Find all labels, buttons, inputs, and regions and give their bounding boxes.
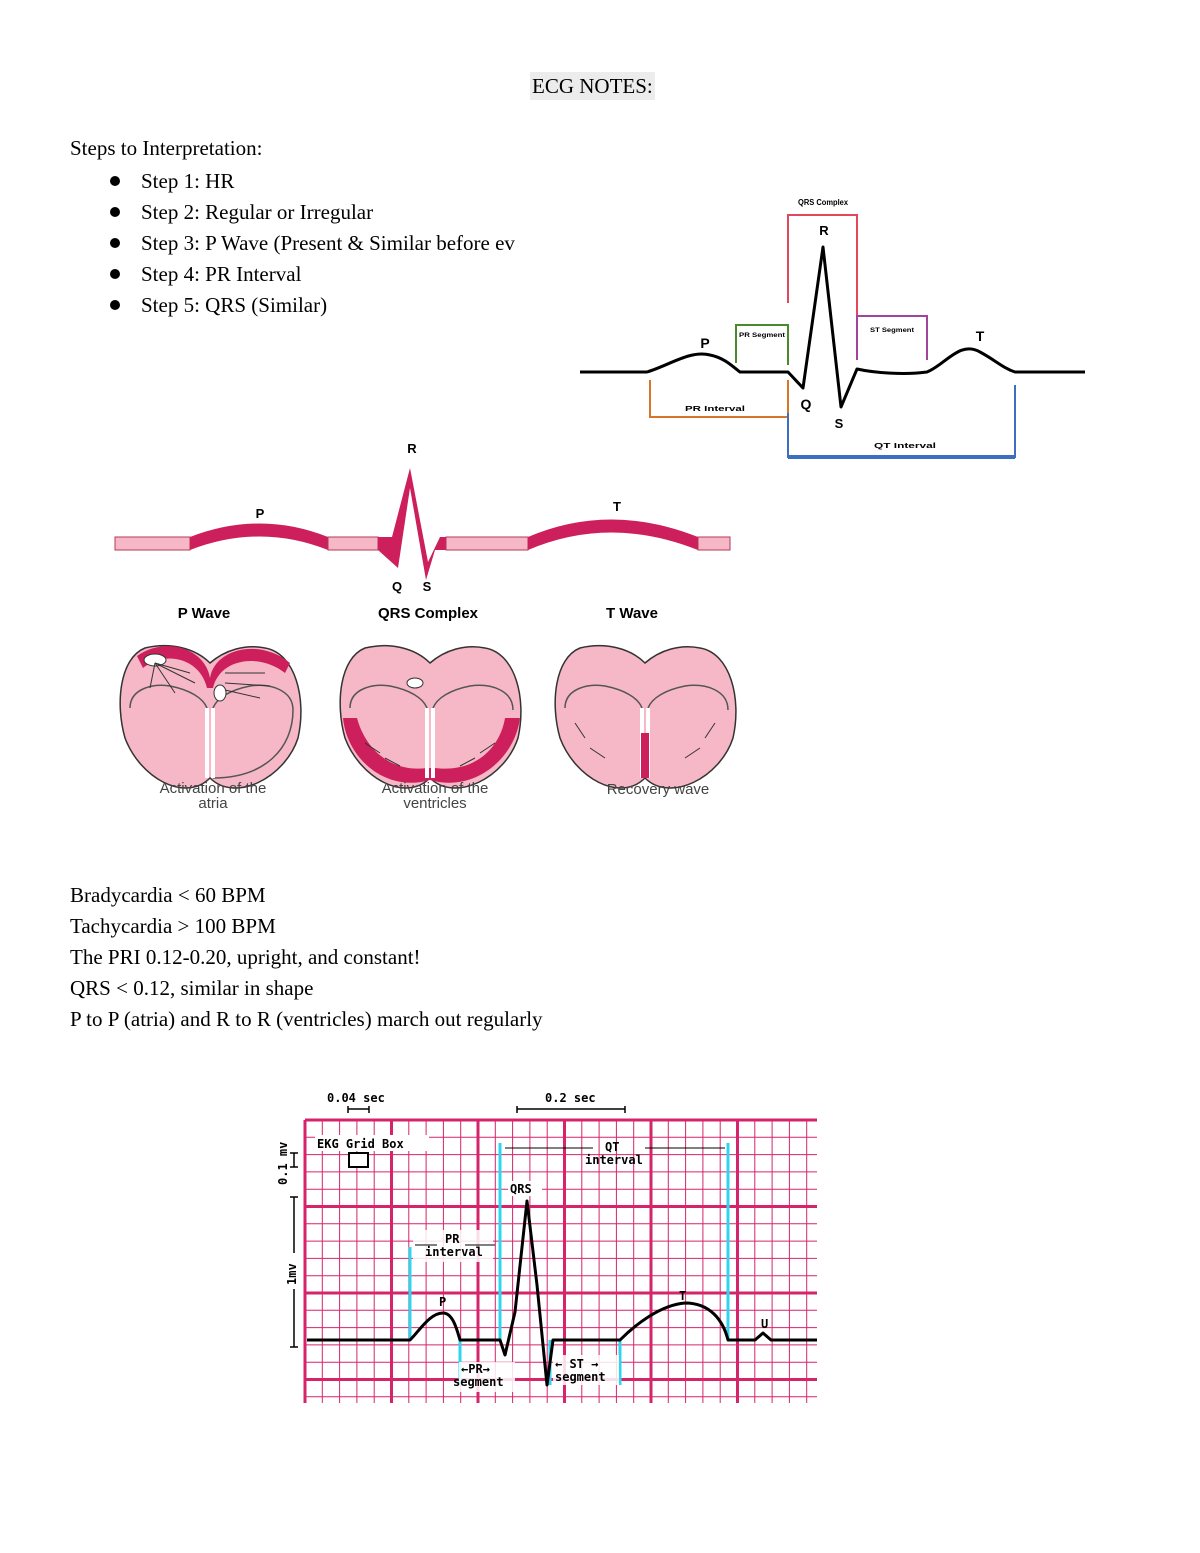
- step-text: Step 3: P Wave (Present & Similar before…: [141, 231, 515, 255]
- qt-label: QT: [605, 1140, 619, 1154]
- caption-ventricles-2: ventricles: [403, 795, 466, 812]
- list-item: Step 2: Regular or Irregular: [70, 197, 560, 228]
- q-label: Q: [801, 396, 812, 412]
- bullet-icon: [110, 238, 120, 248]
- grid-box-label: EKG Grid Box: [317, 1137, 404, 1151]
- steps-list: Step 1: HR Step 2: Regular or Irregular …: [70, 166, 560, 321]
- pr-segment-label: PR Segment: [739, 333, 785, 339]
- bullet-icon: [110, 300, 120, 310]
- pr-segment-sub: segment: [453, 1375, 504, 1389]
- fact-tachycardia: Tachycardia > 100 BPM: [70, 914, 276, 938]
- ecg-band: [114, 468, 731, 580]
- step-text: Step 1: HR: [141, 169, 235, 193]
- page-title: ECG NOTES:: [530, 72, 655, 100]
- list-item: Step 4: PR Interval: [70, 259, 560, 290]
- bullet-icon: [110, 207, 120, 217]
- pr-interval-label: PR Interval: [685, 406, 745, 413]
- t-wave-label: T: [613, 499, 621, 514]
- heart-t-wave: [554, 644, 737, 789]
- heart-qrs: [339, 644, 522, 789]
- heart-activation-diagram: P R Q S T P Wave QRS Complex T Wave: [114, 441, 737, 812]
- p-wave-label: P: [256, 506, 265, 521]
- s-label: S: [835, 416, 844, 431]
- sec-small-label: 0.04 sec: [327, 1091, 385, 1105]
- panel-heading-qrs: QRS Complex: [378, 605, 479, 622]
- facts-block: Bradycardia < 60 BPM Tachycardia > 100 B…: [70, 880, 543, 1035]
- mv-small-label: 0.1 mv: [276, 1142, 290, 1185]
- step-text: Step 5: QRS (Similar): [141, 293, 328, 317]
- caption-atria-2: atria: [198, 795, 228, 812]
- t-grid-label: T: [679, 1289, 686, 1303]
- bullet-icon: [110, 269, 120, 279]
- fact-bradycardia: Bradycardia < 60 BPM: [70, 883, 266, 907]
- pr-label: PR: [445, 1232, 460, 1246]
- caption-recovery: Recovery wave: [607, 781, 710, 798]
- list-item: Step 3: P Wave (Present & Similar before…: [70, 228, 560, 259]
- qrs-label: QRS: [510, 1182, 532, 1196]
- st-segment-label: ST Segment: [870, 328, 914, 334]
- r-label: R: [819, 223, 829, 238]
- panel-heading-t-wave: T Wave: [606, 605, 658, 622]
- caption-atria-1: Activation of the: [160, 780, 267, 797]
- list-item: Step 5: QRS (Similar): [70, 290, 560, 321]
- pr-segment-label: ←PR→: [461, 1362, 490, 1376]
- p-grid-label: P: [439, 1295, 446, 1309]
- fact-pri: The PRI 0.12-0.20, upright, and constant…: [70, 945, 421, 969]
- fact-qrs: QRS < 0.12, similar in shape: [70, 976, 314, 1000]
- list-item: Step 1: HR: [70, 166, 560, 197]
- step-text: Step 4: PR Interval: [141, 262, 302, 286]
- u-grid-label: U: [761, 1317, 768, 1331]
- ekg-waveform: [307, 1199, 817, 1387]
- q-wave-label: Q: [392, 579, 402, 594]
- p-label: P: [700, 335, 709, 351]
- pr-interval-sub: interval: [425, 1245, 483, 1259]
- step-text: Step 2: Regular or Irregular: [141, 200, 374, 224]
- ecg-waveform: [580, 245, 1085, 409]
- steps-heading: Steps to Interpretation:: [70, 136, 263, 160]
- ekg-grid-diagram: 0.04 sec 0.2 sec 0.1 mv 1mv EKG Grid Box…: [276, 1091, 817, 1403]
- caption-ventricles-1: Activation of the: [382, 780, 489, 797]
- sec-large-label: 0.2 sec: [545, 1091, 596, 1105]
- heart-p-wave: [119, 644, 302, 789]
- grid: [303, 1118, 817, 1403]
- r-wave-label: R: [407, 441, 417, 456]
- qrs-complex-bracket: [787, 214, 858, 360]
- s-wave-label: S: [423, 579, 432, 594]
- interval-markers: [408, 1143, 730, 1385]
- t-label: T: [976, 328, 985, 344]
- qt-interval-label: QT Interval: [874, 443, 936, 450]
- st-segment-bracket: [856, 315, 928, 360]
- bullet-icon: [110, 176, 120, 186]
- pr-interval-bracket: [649, 380, 789, 418]
- pr-segment-bracket: [735, 324, 789, 365]
- mv-large-label: 1mv: [285, 1263, 299, 1285]
- st-segment-sub: segment: [555, 1370, 606, 1384]
- ecg-intervals-diagram: QRS Complex PR Segment ST Segment PR Int…: [580, 198, 1085, 459]
- panel-heading-p-wave: P Wave: [178, 605, 231, 622]
- fact-rhythm: P to P (atria) and R to R (ventricles) m…: [70, 1007, 543, 1031]
- qt-interval-sub: interval: [585, 1153, 643, 1167]
- st-label: ← ST →: [555, 1357, 598, 1371]
- qrs-complex-label: QRS Complex: [798, 198, 849, 207]
